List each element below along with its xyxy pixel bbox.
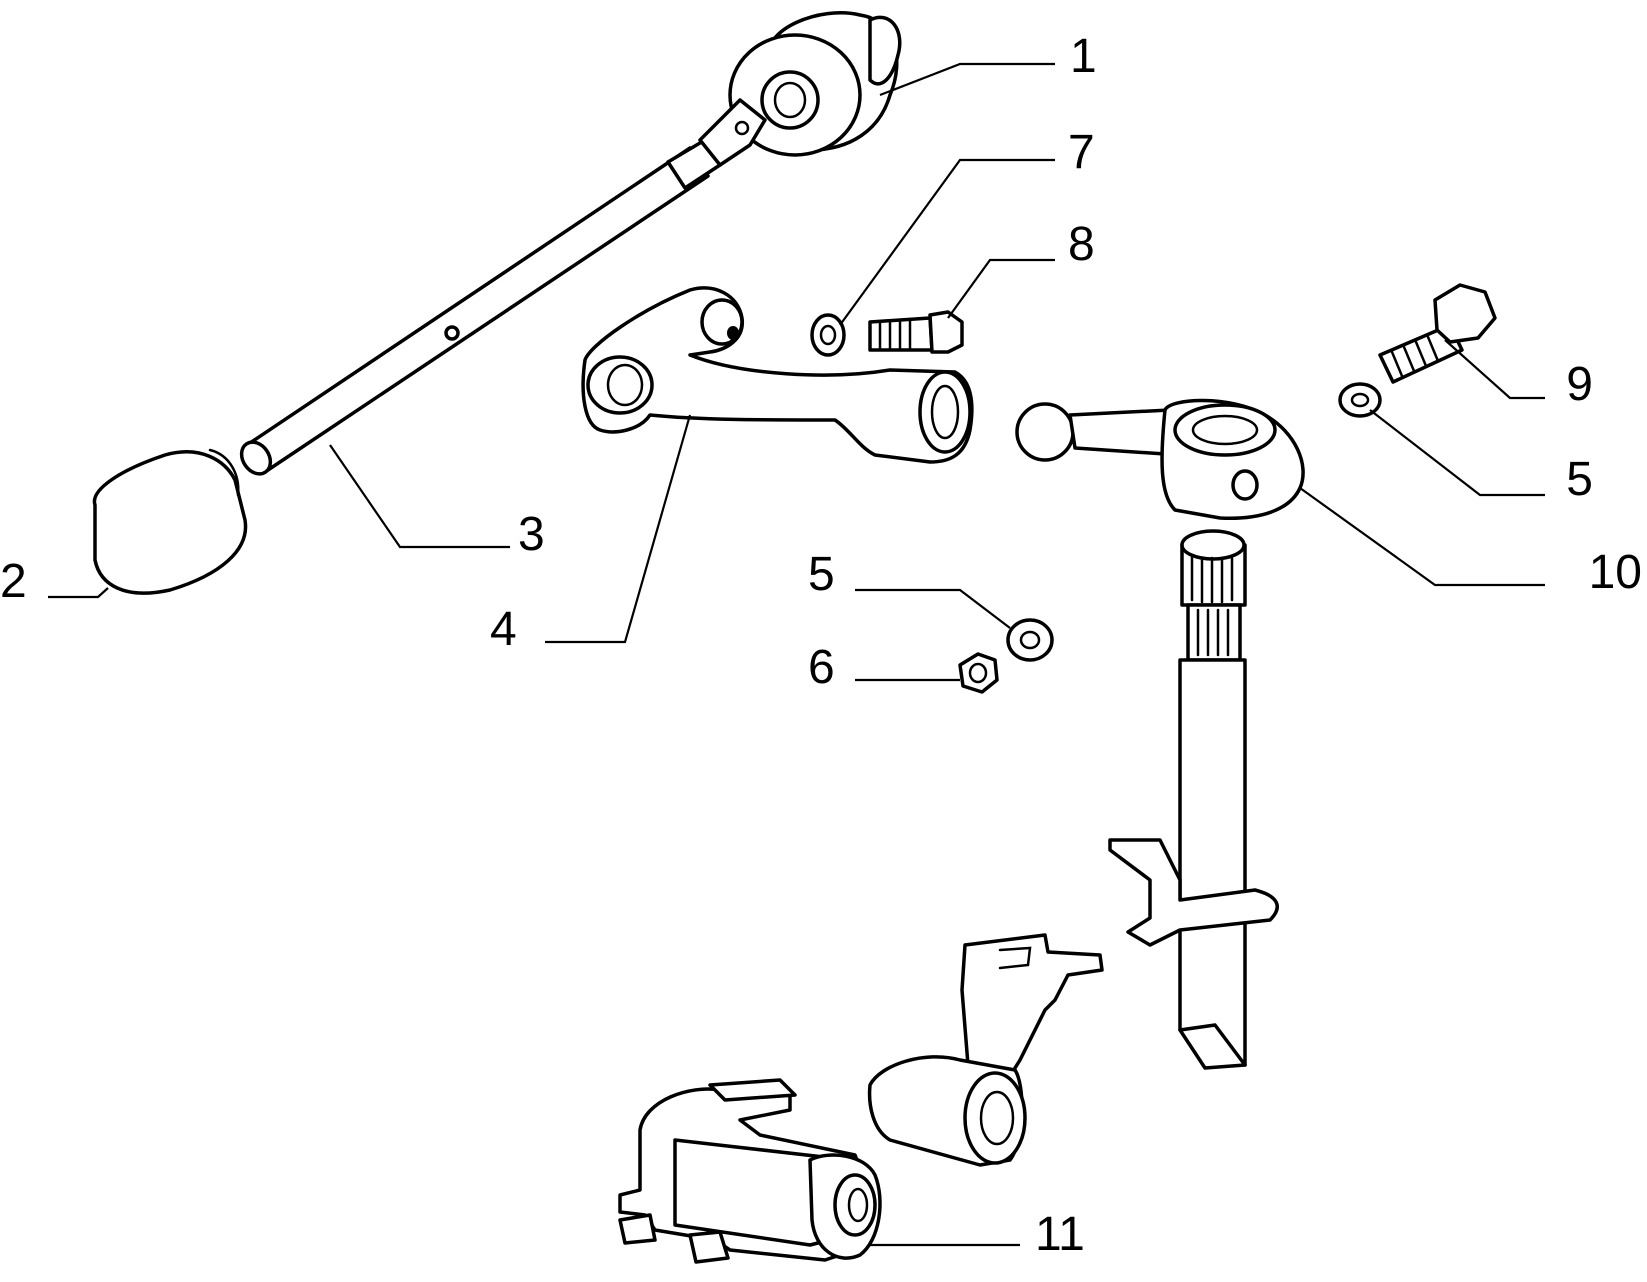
callout-11: 11 <box>1035 1208 1085 1261</box>
part-5-washer-lower <box>1006 618 1054 662</box>
leader-4 <box>545 414 692 644</box>
callout-8: 8 <box>1068 218 1095 271</box>
callout-3: 3 <box>518 508 545 561</box>
part-6-nut <box>958 652 999 694</box>
leader-9 <box>1444 339 1545 400</box>
part-10-selector-arm <box>1015 398 1305 520</box>
callout-2: 2 <box>0 555 27 608</box>
part-4-lever <box>581 286 974 464</box>
leader-5-upper <box>1369 409 1545 497</box>
part-5-washer-upper <box>1338 382 1382 418</box>
callout-5-lower: 5 <box>808 548 835 601</box>
leader-3 <box>329 444 510 549</box>
leader-2 <box>48 587 109 599</box>
leader-10 <box>1299 487 1545 587</box>
callout-5-upper: 5 <box>1566 453 1593 506</box>
part-9-bolt <box>1378 283 1497 384</box>
callout-1: 1 <box>1070 30 1097 83</box>
callout-10: 10 <box>1589 546 1642 599</box>
leader-7 <box>839 158 1055 326</box>
part-11-housing <box>618 1078 882 1264</box>
leader-1 <box>879 62 1055 97</box>
leader-lines <box>48 62 1545 1247</box>
selector-shaft <box>1108 529 1279 1070</box>
part-2-end-cap <box>92 448 248 595</box>
part-3-shift-rod <box>239 98 767 476</box>
shift-fork <box>867 933 1104 1167</box>
callouts: 1 7 8 9 5 10 3 2 4 5 6 11 <box>0 30 1642 1261</box>
leader-8 <box>947 258 1055 319</box>
callout-7: 7 <box>1068 126 1095 179</box>
part-1-rubber-boot <box>728 11 902 157</box>
part-7-washer <box>810 313 846 357</box>
callout-4: 4 <box>490 603 517 656</box>
leader-5-lower <box>855 588 1011 629</box>
part-8-bolt <box>868 310 964 354</box>
callout-6: 6 <box>808 641 835 694</box>
callout-9: 9 <box>1566 358 1593 411</box>
